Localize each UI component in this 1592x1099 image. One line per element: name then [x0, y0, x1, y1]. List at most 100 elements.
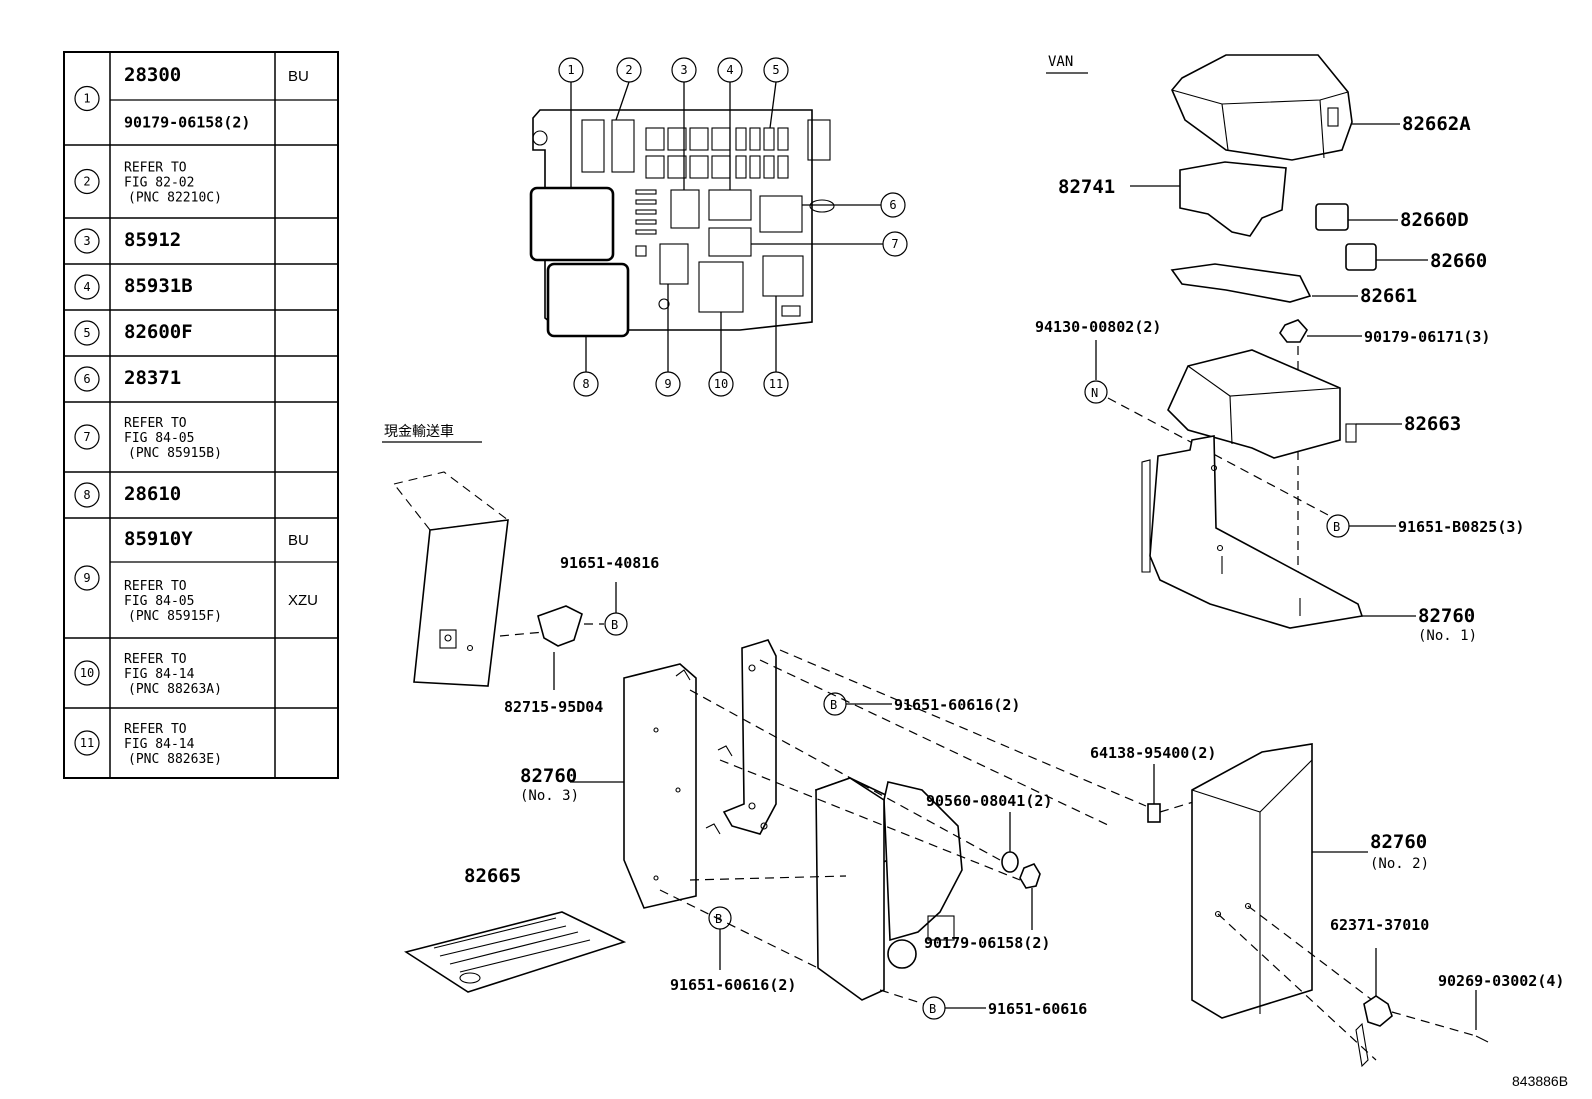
- table-entry-text: (PNC 82210C): [128, 191, 222, 206]
- table-entry-text: 28300: [124, 64, 181, 86]
- svg-text:B: B: [611, 618, 618, 632]
- callout-circle: [74, 730, 100, 756]
- svg-text:B: B: [1333, 520, 1340, 534]
- table-entry-text: FIG 84-14: [124, 667, 195, 682]
- callout-circle: [74, 424, 100, 450]
- callout-circle: [74, 228, 100, 254]
- table-entry-text: (PNC 88263A): [128, 682, 222, 697]
- label-94130-00802: 94130-00802(2): [1035, 318, 1161, 336]
- relay-callout: 5: [763, 57, 789, 83]
- svg-text:3: 3: [680, 63, 687, 77]
- label-82663: 82663: [1404, 413, 1461, 435]
- callout-number: 2: [83, 175, 90, 189]
- label-82760-no3: 82760: [520, 765, 577, 787]
- label-82660: 82660: [1430, 250, 1487, 272]
- svg-text:B: B: [830, 698, 837, 712]
- table-entry-text: FIG 84-14: [124, 737, 195, 752]
- relay-callout: 2: [616, 57, 642, 83]
- label-82660D: 82660D: [1400, 209, 1469, 231]
- svg-text:B: B: [929, 1002, 936, 1016]
- callout-circle: [74, 482, 100, 508]
- callout-number: 7: [83, 430, 90, 444]
- callout-circle: [74, 85, 100, 112]
- van-section: VAN 82662A 82741 82660D 82660 82661 9017…: [1035, 54, 1524, 644]
- callout-number: 4: [83, 280, 90, 294]
- callout-circle: [74, 366, 100, 392]
- callout-number: 10: [80, 666, 94, 680]
- svg-text:B: B: [715, 912, 722, 926]
- callout-circle: [74, 565, 100, 591]
- svg-text:4: 4: [726, 63, 733, 77]
- callout-number: 3: [83, 234, 90, 248]
- table-entry-text: 85931B: [124, 275, 193, 297]
- table-entry-code: BU: [288, 532, 309, 549]
- relay-callout: 11: [763, 371, 789, 397]
- svg-text:1: 1: [567, 63, 574, 77]
- label-90179-06158: 90179-06158(2): [924, 934, 1050, 952]
- table-row: 5 82600F: [64, 309, 338, 346]
- label-90179-06171: 90179-06171(3): [1364, 328, 1490, 346]
- svg-text:5: 5: [772, 63, 779, 77]
- callout-number: 5: [83, 326, 90, 340]
- cash-transport-label: 現金輸送車: [384, 423, 454, 440]
- table-entry-text: (PNC 85915F): [128, 609, 222, 624]
- callout-number: 6: [83, 372, 90, 386]
- table-entry-text: FIG 84-05: [124, 594, 194, 609]
- table-entry-text: FIG 84-05: [124, 431, 194, 446]
- relay-callout: 1: [558, 57, 584, 83]
- table-row: 6 28371: [64, 355, 338, 392]
- relay-callout: 10: [708, 371, 734, 397]
- table-entry-text: REFER TO: [124, 652, 187, 667]
- relay-callout: 9: [655, 371, 681, 397]
- svg-text:6: 6: [889, 198, 896, 212]
- table-entry-code: XZU: [288, 592, 318, 609]
- table-entry-text: (PNC 88263E): [128, 752, 222, 767]
- svg-text:8: 8: [582, 377, 589, 391]
- label-64138-95400: 64138-95400(2): [1090, 744, 1216, 762]
- label-82760-no1: 82760: [1418, 605, 1475, 627]
- label-91651-40816: 91651-40816: [560, 554, 659, 572]
- table-entry-text: REFER TO: [124, 161, 187, 176]
- label-90560-08041: 90560-08041(2): [926, 792, 1052, 810]
- table-entry-text: (PNC 85915B): [128, 446, 222, 461]
- table-entry-text: REFER TO: [124, 416, 187, 431]
- label-82662A: 82662A: [1402, 113, 1471, 135]
- label-62371-37010: 62371-37010: [1330, 916, 1429, 934]
- table-entry-text: REFER TO: [124, 722, 187, 737]
- label-82661: 82661: [1360, 285, 1417, 307]
- label-91651-60616: 91651-60616: [988, 1000, 1087, 1018]
- table-entry-text: 28371: [124, 367, 181, 389]
- table-entry-text: 82600F: [124, 321, 193, 343]
- callout-circle: [74, 660, 100, 686]
- svg-text:7: 7: [891, 237, 898, 251]
- svg-text:11: 11: [769, 377, 783, 391]
- label-91651-B0825: 91651-B0825(3): [1398, 518, 1524, 536]
- table-entry-text: 28610: [124, 483, 181, 505]
- relay-callout: 8: [573, 371, 599, 397]
- callout-circle: [74, 274, 100, 300]
- label-82760-no2-sub: (No. 2): [1370, 856, 1429, 872]
- label-82715-95D04: 82715-95D04: [504, 698, 603, 716]
- table-entry-text: REFER TO: [124, 579, 187, 594]
- marker-n: [1084, 380, 1108, 404]
- callout-number: 1: [83, 92, 90, 106]
- table-row: 8 28610: [64, 471, 338, 508]
- relay-callout: 4: [717, 57, 743, 83]
- label-82760-no2: 82760: [1370, 831, 1427, 853]
- van-label: VAN: [1048, 54, 1073, 70]
- label-91651-60616-2a: 91651-60616(2): [894, 696, 1020, 714]
- callout-number: 8: [83, 488, 90, 502]
- svg-text:10: 10: [714, 377, 728, 391]
- label-91651-60616-2b: 91651-60616(2): [670, 976, 796, 994]
- relay-callout: 6: [880, 192, 906, 218]
- svg-text:9: 9: [664, 377, 671, 391]
- label-82760-no1-sub: (No. 1): [1418, 628, 1477, 644]
- table-entry-text: FIG 82-02: [124, 176, 194, 191]
